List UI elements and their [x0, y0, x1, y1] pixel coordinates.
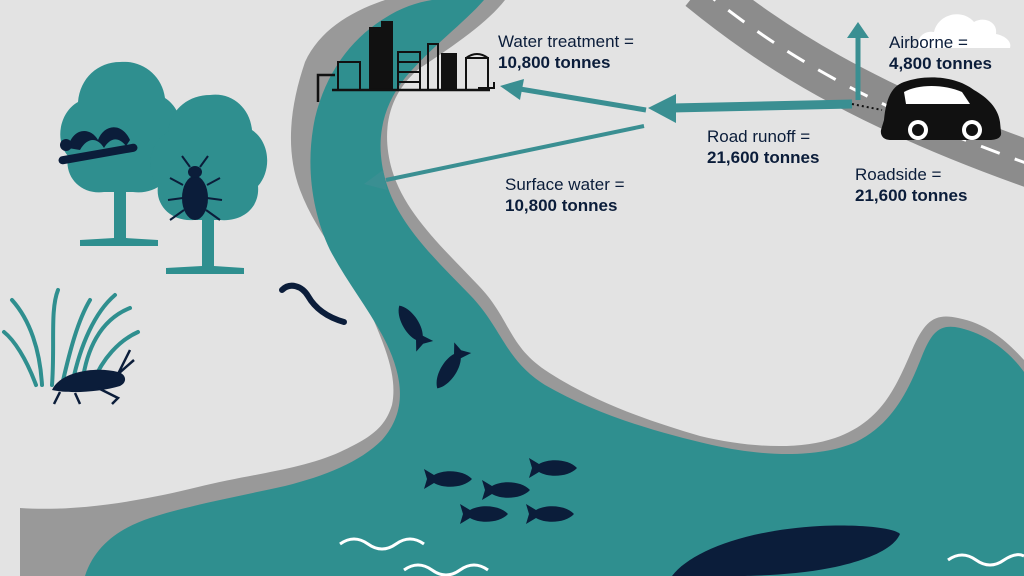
airborne-label: Airborne = [889, 33, 968, 52]
grass-icon [2, 288, 140, 387]
road-runoff-arrowhead [648, 94, 676, 123]
road-runoff-label: Road runoff = [707, 127, 811, 146]
surface-water-arrowhead [364, 170, 387, 190]
label-road-runoff: Road runoff = 21,600 tonnes [707, 126, 819, 168]
water-treatment-value: 10,800 tonnes [498, 53, 611, 72]
airborne-arrowhead [847, 22, 869, 38]
river-and-sea [20, 0, 1024, 576]
water [85, 0, 1024, 576]
beetle-icon [167, 155, 223, 221]
roadside-label: Roadside = [855, 165, 942, 184]
eel-icon [279, 282, 347, 325]
water-treatment-arrow [519, 86, 647, 113]
label-airborne: Airborne = 4,800 tonnes [889, 32, 992, 74]
label-roadside: Roadside = 21,600 tonnes [855, 164, 967, 206]
surface-water-value: 10,800 tonnes [505, 196, 618, 215]
flow-arrows [364, 22, 869, 190]
label-surface-water: Surface water = 10,800 tonnes [505, 174, 625, 216]
water-treatment-plant-icon [316, 21, 495, 102]
whale-icon [672, 525, 900, 576]
water-treatment-label: Water treatment = [498, 32, 634, 51]
road [685, 0, 1024, 187]
road-runoff-value: 21,600 tonnes [707, 148, 820, 167]
surface-water-arrow [385, 124, 645, 182]
label-water-treatment: Water treatment = 10,800 tonnes [498, 31, 634, 73]
roadside-value: 21,600 tonnes [855, 186, 968, 205]
airborne-value: 4,800 tonnes [889, 54, 992, 73]
road-runoff-arrow [671, 99, 853, 113]
car-icon [851, 77, 1002, 140]
wave-icon [339, 537, 1024, 576]
caterpillar-icon [58, 127, 138, 165]
surface-water-label: Surface water = [505, 175, 625, 194]
grasshopper-icon [52, 349, 135, 405]
cloud-icon [917, 14, 1011, 48]
water-treatment-arrowhead [500, 79, 524, 100]
